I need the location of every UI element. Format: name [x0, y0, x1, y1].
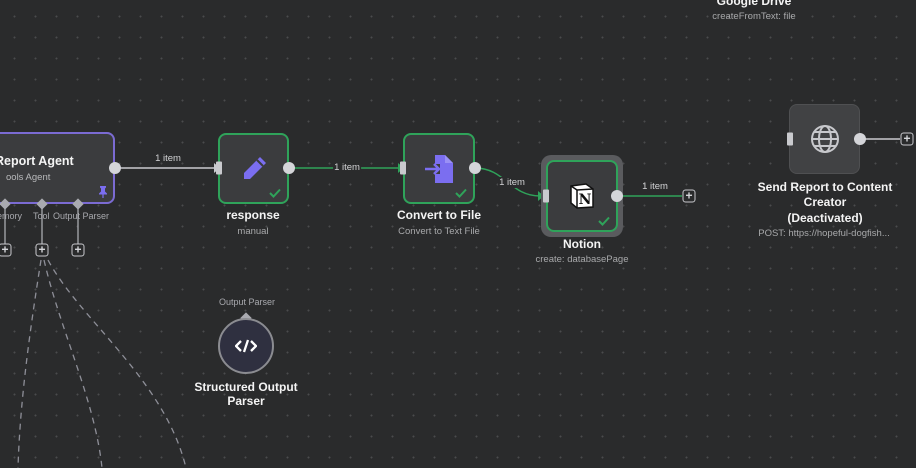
- report-agent-node[interactable]: Report Agent ools Agent: [0, 132, 115, 204]
- edge-label-notion-add: 1 item: [642, 181, 668, 192]
- convert-input-port[interactable]: [400, 161, 406, 175]
- convert-to-file-title: Convert to File: [396, 208, 482, 222]
- success-check-icon: [598, 216, 610, 226]
- notion-subtitle: create: databasePage: [535, 254, 629, 265]
- svg-text:N: N: [579, 192, 592, 208]
- notion-output-port[interactable]: [611, 190, 623, 202]
- add-after-notion-button[interactable]: +: [682, 189, 696, 203]
- success-check-icon: [269, 188, 281, 198]
- notion-title: Notion: [563, 237, 601, 251]
- response-subtitle: manual: [237, 226, 269, 237]
- notion-input-port[interactable]: [543, 189, 549, 203]
- success-check-icon: [455, 188, 467, 198]
- structured-parser-title-line2: Parser: [227, 394, 265, 408]
- send-report-node[interactable]: [789, 104, 860, 174]
- send-report-title-line3: (Deactivated): [787, 211, 863, 225]
- tool-port-label: Tool: [33, 211, 50, 221]
- convert-output-port[interactable]: [469, 162, 481, 174]
- response-title: response: [226, 208, 280, 222]
- add-after-send-report-button[interactable]: +: [900, 132, 914, 146]
- edge-tool-dashed-3: [47, 259, 187, 468]
- send-report-title-line1: Send Report to Content: [757, 180, 893, 194]
- structured-parser-title-line1: Structured Output: [194, 380, 298, 394]
- report-agent-subtitle: ools Agent: [6, 172, 51, 183]
- google-drive-title: Google Drive: [716, 0, 792, 8]
- edge-tool-dashed-2: [43, 259, 103, 468]
- memory-port-label: emory: [0, 211, 23, 221]
- globe-icon: [810, 125, 839, 153]
- report-agent-title: Report Agent: [0, 154, 74, 168]
- convert-to-file-subtitle: Convert to Text File: [398, 226, 480, 237]
- structured-output-parser-node[interactable]: [218, 318, 274, 374]
- response-input-port[interactable]: [216, 161, 222, 175]
- add-output-parser-button[interactable]: +: [71, 243, 85, 257]
- code-icon: [235, 339, 257, 353]
- add-memory-button[interactable]: +: [0, 243, 12, 257]
- pencil-icon: [243, 156, 266, 179]
- add-tool-button[interactable]: +: [35, 243, 49, 257]
- google-drive-subtitle: createFromText: file: [712, 11, 796, 22]
- convert-to-file-node[interactable]: [403, 133, 475, 204]
- edge-tool-dashed-1: [17, 259, 42, 468]
- response-output-port[interactable]: [283, 162, 295, 174]
- notion-node[interactable]: N: [546, 160, 618, 232]
- send-report-title-line2: Creator: [803, 195, 847, 209]
- report-agent-output-port[interactable]: [109, 162, 121, 174]
- file-import-icon: [425, 154, 453, 183]
- edge-label-response-convert: 1 item: [333, 162, 361, 173]
- send-report-output-port[interactable]: [854, 133, 866, 145]
- output-parser-port-label-top: Output Parser: [219, 297, 276, 307]
- output-parser-port-label: Output Parser: [53, 211, 110, 221]
- edge-label-convert-notion: 1 item: [498, 177, 526, 188]
- send-report-input-port[interactable]: [787, 132, 793, 146]
- send-report-subtitle: POST: https://hopeful-dogfish...: [758, 228, 890, 239]
- pin-icon: [99, 186, 107, 198]
- edge-label-agent-response: 1 item: [155, 153, 181, 164]
- notion-icon: N: [570, 183, 594, 209]
- response-node[interactable]: [218, 133, 289, 204]
